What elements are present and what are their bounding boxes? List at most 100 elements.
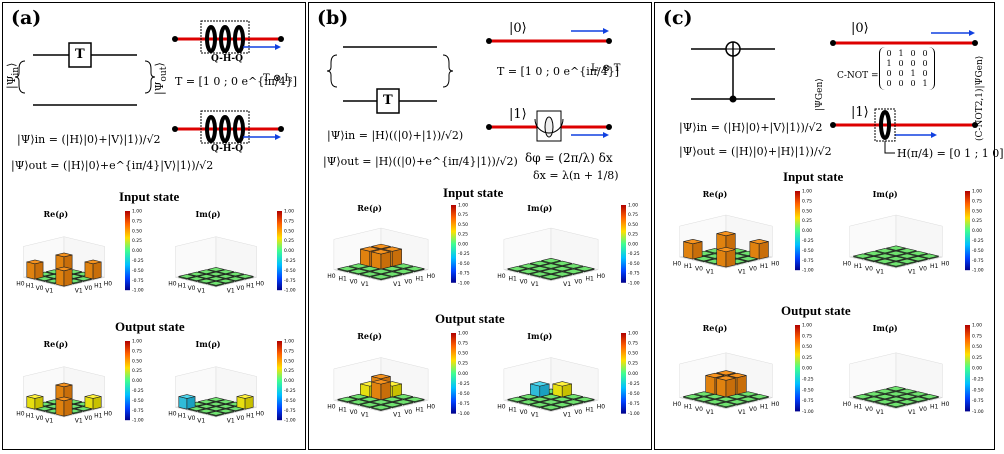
cnot-cell: 0 (910, 79, 916, 88)
gate-equation: T = [1 0 ; 0 e^{iπ/4}] (175, 75, 297, 88)
colorbar-tick: -0.50 (628, 261, 640, 267)
bar-V1-V1 (541, 404, 561, 411)
axis-tick-label: V0 (404, 409, 412, 416)
axis-tick-label: V0 (84, 285, 92, 292)
bar-H1-H1 (371, 379, 391, 401)
bar-V1-V1 (541, 274, 561, 281)
bar-V1-V1 (886, 261, 906, 268)
axis-tick-label: H0 (497, 404, 506, 411)
output-state-title: Output state (781, 303, 851, 318)
axis-tick-label: H1 (854, 263, 863, 270)
qhq-label-top: Q-H-Q (211, 54, 243, 64)
axis-tick-label: V0 (36, 285, 44, 292)
colorbar-tick: -0.25 (458, 251, 470, 257)
colorbar-tick: -0.50 (132, 398, 144, 404)
plot-title: Im(ρ) (195, 209, 220, 219)
colorbar-tick: 1.00 (132, 209, 142, 215)
colorbar-tick: 0.25 (628, 361, 638, 367)
state-in-eq: |Ψ⟩in = (|H⟩|0⟩+|V⟩|1⟩)/√2 (17, 133, 161, 146)
axis-tick-label: V1 (563, 281, 571, 288)
axis-tick-label: V0 (695, 406, 703, 413)
axis-tick-label: V0 (865, 406, 873, 413)
colorbar-tick: 0.75 (628, 212, 638, 218)
colorbar (621, 205, 626, 283)
axis-tick-label: H0 (673, 401, 682, 408)
bar-H1-V1 (36, 406, 54, 412)
axis-tick-label: V1 (563, 412, 571, 419)
plot-title: Im(ρ) (873, 323, 898, 333)
colorbar-tick: -1.00 (972, 409, 984, 415)
colorbar-tick: 0.75 (458, 341, 468, 347)
colorbar-tick: 0.00 (802, 366, 812, 372)
colorbar-tick: -1.00 (458, 411, 470, 417)
axis-tick-label: H0 (941, 401, 950, 408)
panel-label: (a) (11, 7, 42, 29)
axis-tick-label: H1 (760, 404, 769, 411)
colorbar-tick: 0.50 (284, 358, 294, 364)
bar-V1-V1 (55, 396, 73, 417)
colorbar-tick: 0.25 (132, 368, 142, 374)
tensor-label: T ⊗ I₂ (263, 73, 293, 84)
axis-tick-label: H1 (508, 406, 517, 413)
colorbar-tick: -0.75 (802, 398, 814, 404)
gate-T-label: T (75, 47, 85, 62)
colorbar-tick: -1.00 (802, 409, 814, 415)
axis-tick-label: V1 (75, 287, 83, 294)
cnot-cell: 1 (910, 69, 916, 78)
colorbar-tick: 0.25 (284, 368, 294, 374)
axis-tick-label: H0 (16, 280, 25, 287)
colorbar-tick: 0.50 (132, 358, 142, 364)
colorbar-tick: 0.50 (972, 208, 982, 214)
colorbar-tick: 0.00 (132, 248, 142, 254)
plot-title: Re(ρ) (43, 339, 68, 349)
colorbar-tick: 0.00 (802, 228, 812, 234)
bar-H0-H1 (875, 248, 895, 255)
bar-H1-H1 (371, 249, 391, 270)
axis-tick-label: V0 (236, 415, 244, 422)
qhq-label-bottom: Q-H-Q (211, 144, 243, 154)
bar-V1-H0 (84, 394, 102, 410)
axis-tick-label: V1 (908, 268, 916, 275)
dx-eq: δx = λ(n + 1/8) (533, 169, 619, 182)
colorbar-tick: 0.25 (802, 355, 812, 361)
bar-V1-H1 (738, 256, 758, 263)
bar-V1-H1 (393, 268, 414, 275)
colorbar-tick: 1.00 (284, 339, 294, 345)
axis-tick-label: H0 (597, 273, 606, 280)
input-state-title: Input state (443, 185, 504, 200)
cnot-cell: 0 (922, 49, 928, 58)
output-state-title: Output state (115, 319, 185, 334)
colorbar-tick: 0.25 (972, 355, 982, 361)
axis-tick-label: H0 (256, 410, 265, 417)
axis-tick-label: H0 (168, 410, 177, 417)
axis-tick-label: H1 (586, 406, 595, 413)
bar-V1-V1 (886, 401, 906, 409)
colorbar-tick: -0.75 (458, 271, 470, 277)
plot-title: Re(ρ) (43, 209, 68, 219)
colorbar-tick: 0.75 (132, 348, 142, 354)
colorbar-tick: -1.00 (132, 288, 144, 294)
panel-label: (b) (317, 7, 349, 29)
bar-V1-V1 (207, 281, 225, 287)
colorbar-tick: 0.25 (458, 232, 468, 238)
colorbar-tick: -0.25 (132, 388, 144, 394)
colorbar-tick: -0.50 (972, 387, 984, 393)
colorbar-tick: 0.50 (802, 344, 812, 350)
colorbar-tick: -0.25 (132, 258, 144, 264)
axis-tick-label: V0 (865, 266, 873, 273)
axis-tick-label: V1 (197, 417, 205, 424)
axis-tick-label: H1 (930, 404, 939, 411)
state-out-eq: |Ψ⟩out = (|H⟩|0⟩+e^{iπ/4}|V⟩|1⟩)/√2 (11, 159, 214, 172)
axis-tick-label: V1 (706, 268, 714, 275)
bar-V1-V1 (371, 404, 391, 411)
